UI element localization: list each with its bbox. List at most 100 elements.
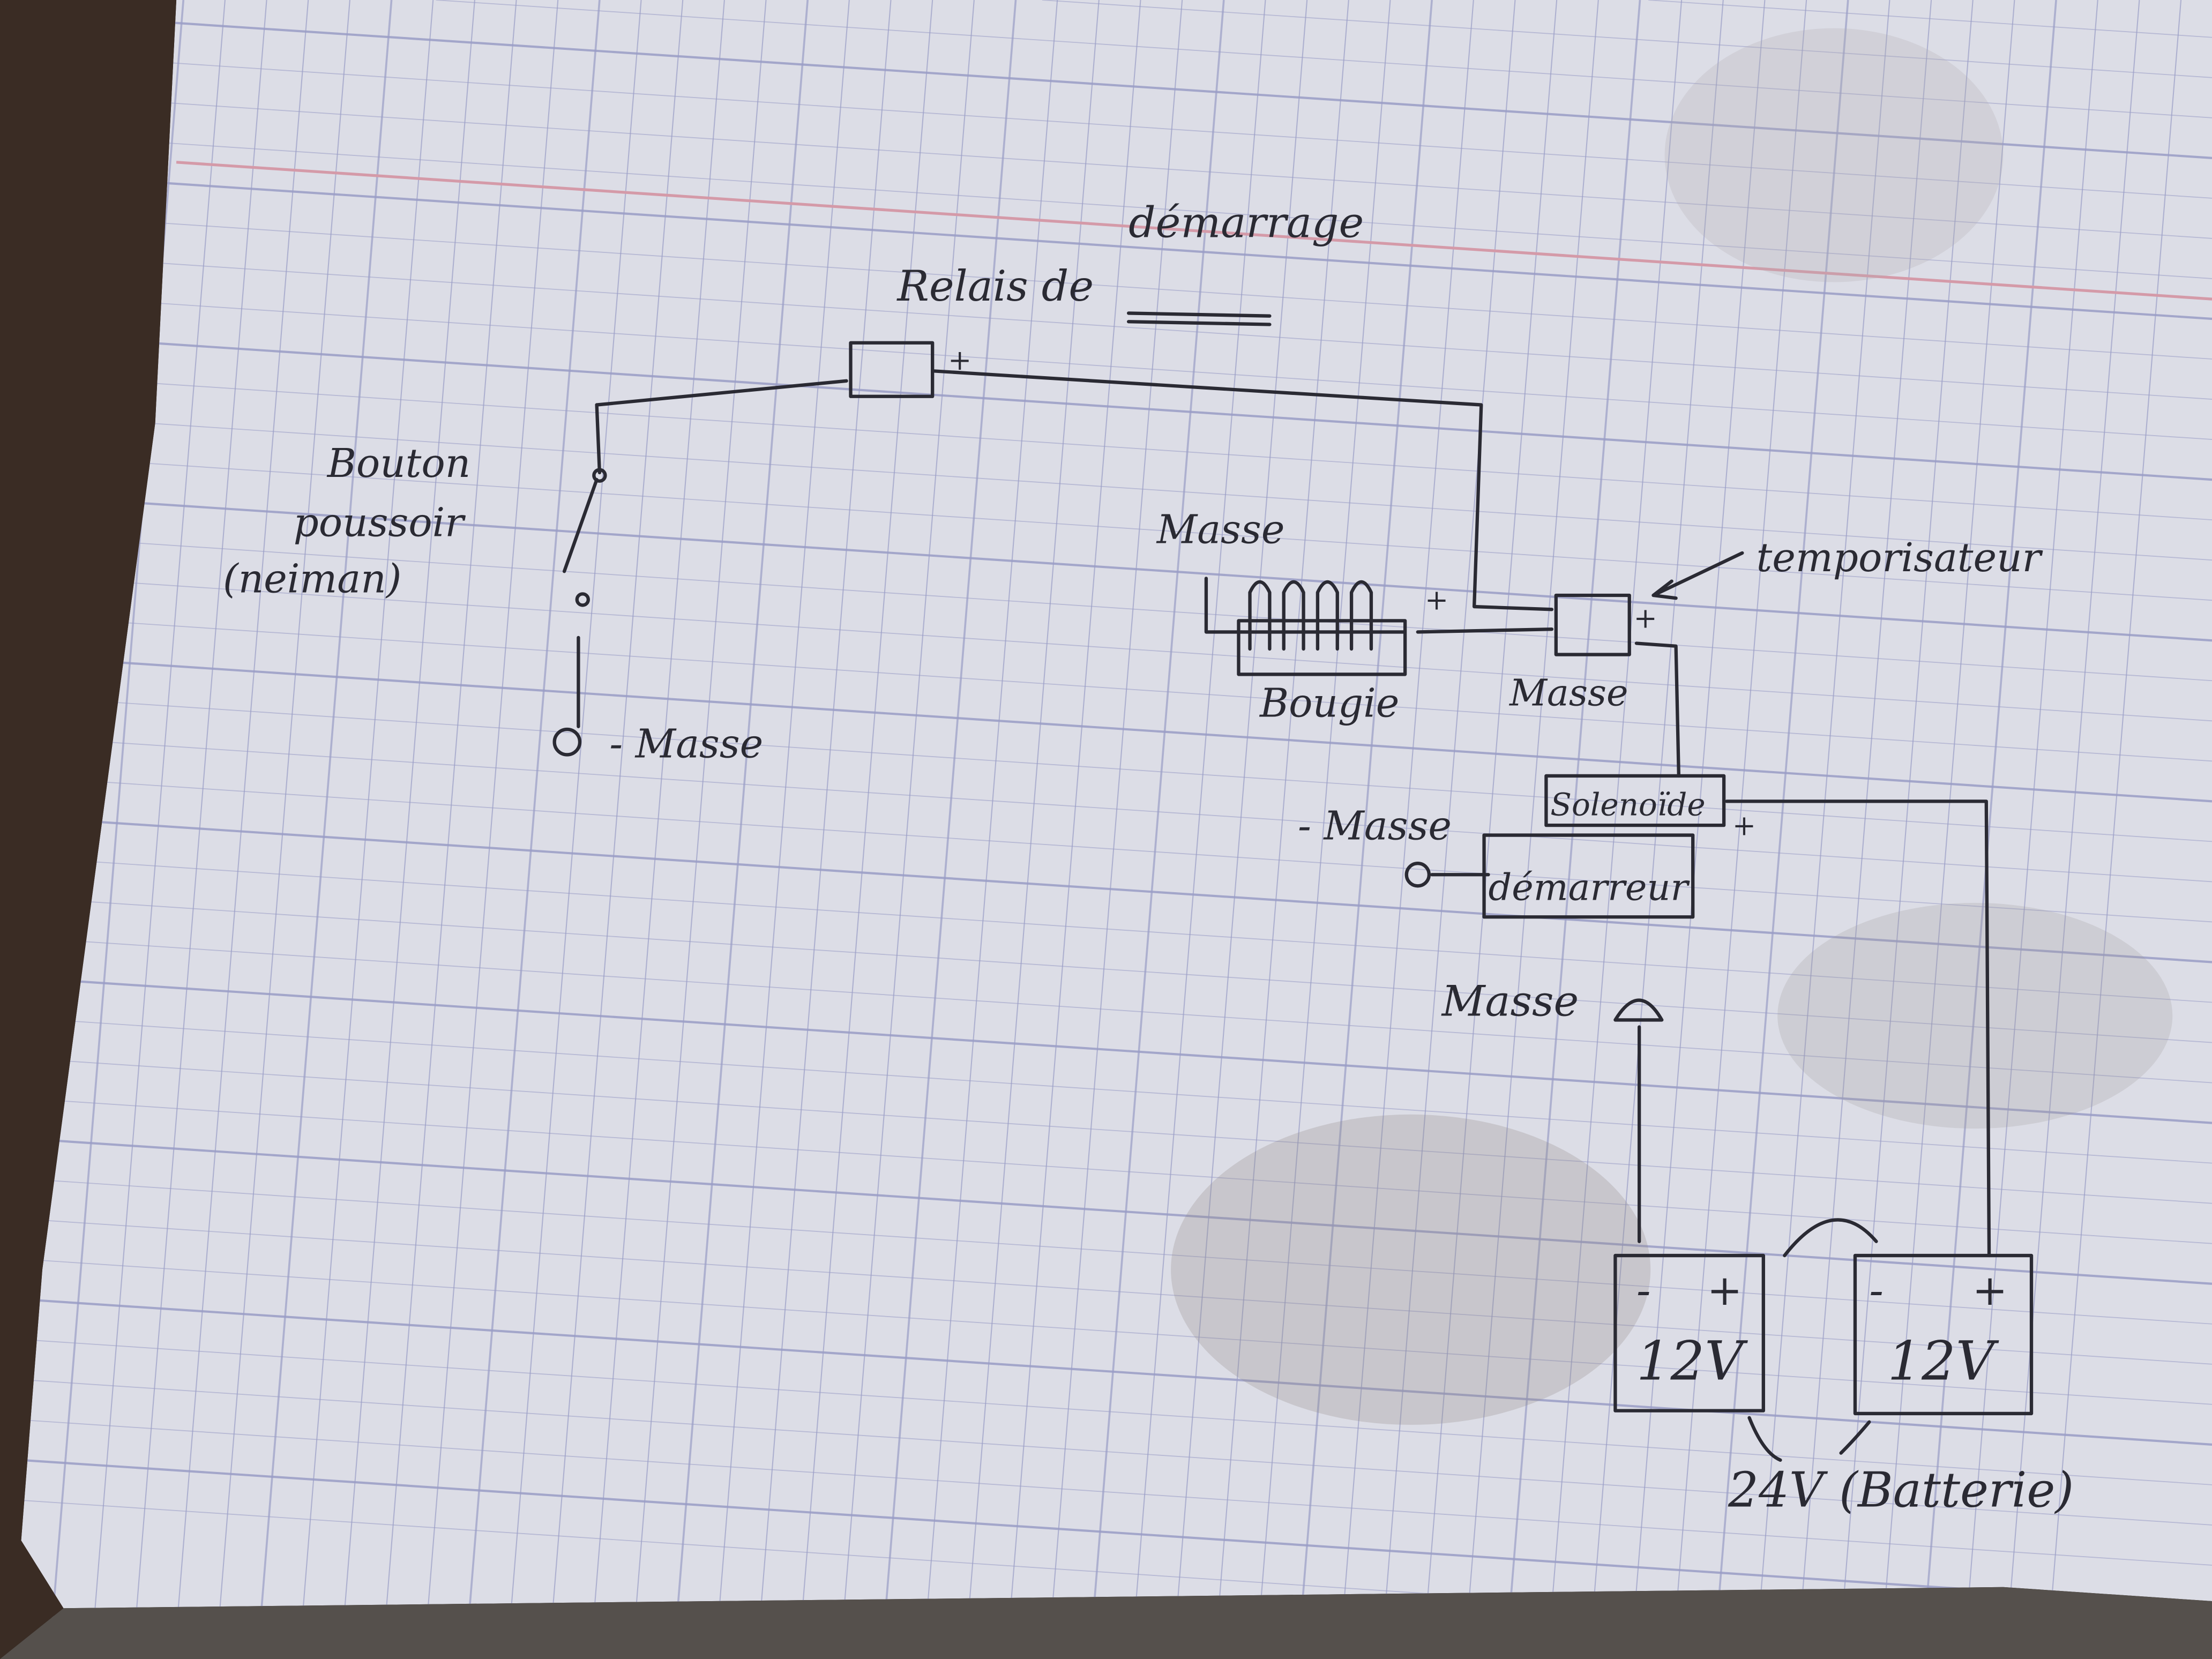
grid-line-vertical: [1214, 0, 1349, 1659]
grid-line-vertical: [506, 0, 642, 1659]
grid-line-vertical: [1006, 0, 1141, 1659]
grid-line-vertical: [464, 0, 601, 1659]
grid-line-vertical: [90, 0, 226, 1659]
grid-line-horizontal: [0, 492, 2212, 642]
grid-line-horizontal: [0, 212, 2212, 360]
battery-2-minus: -: [1869, 1266, 1884, 1315]
solenoid-plus: +: [1732, 810, 1756, 842]
battery-1-plus: +: [1707, 1266, 1743, 1315]
grid-line-horizontal: [436, 0, 2212, 118]
solenoid-label: Solenoïde: [1550, 787, 1705, 823]
grid-line-vertical: [215, 0, 350, 1659]
grid-line-horizontal: [0, 91, 2212, 239]
grid-line-horizontal: [0, 171, 2212, 320]
grid-line-vertical: [798, 0, 933, 1659]
grid-line-vertical: [880, 0, 1017, 1659]
background-left: [0, 0, 177, 1659]
grid-line-vertical: [1588, 0, 1724, 1659]
margin-line: [176, 161, 2212, 301]
grid-line-horizontal: [0, 533, 2212, 682]
grid-line-horizontal: [0, 774, 2212, 923]
timer-label: temporisateur: [1757, 535, 2043, 581]
grid-line-vertical: [1880, 0, 2015, 1659]
grid-line-vertical: [714, 0, 850, 1659]
ground-glowplugs-label: Masse: [1156, 507, 1285, 553]
grid-line-vertical: [2046, 0, 2182, 1659]
ground-starter-label: - Masse: [1298, 803, 1452, 849]
battery-ground-symbol: [1613, 998, 1664, 1022]
grid-line-vertical: [340, 0, 475, 1659]
grid-line-horizontal: [0, 1458, 2212, 1607]
grid-line-horizontal: [0, 51, 2212, 199]
grid-line-horizontal: [0, 332, 2212, 481]
grid-line-vertical: [1297, 0, 1433, 1659]
grid-line-vertical: [1172, 0, 1308, 1659]
grid-line-vertical: [1796, 0, 1932, 1659]
glowplugs-block: [1237, 619, 1407, 676]
grid-line-horizontal: [0, 1337, 2212, 1485]
grid-line-vertical: [1339, 0, 1474, 1659]
grid-line-horizontal: [0, 1378, 2212, 1526]
starter-ground-terminal: [1404, 862, 1431, 888]
circuit-wires: [562, 369, 1991, 1258]
glowplug-ground-wire: [1204, 577, 1243, 634]
starter-box: [1482, 833, 1695, 919]
grid-line-horizontal: [0, 614, 2212, 762]
grid-line-vertical: [174, 0, 309, 1659]
grid-line-horizontal: [0, 1257, 2212, 1405]
battery-brace: [1747, 1416, 1871, 1462]
grid-line-horizontal: [0, 252, 2212, 400]
battery-total-label: 24V (Batterie): [1728, 1463, 2074, 1519]
grid-line-horizontal: [0, 694, 2212, 842]
glowplug-icons: [1239, 580, 1406, 651]
grid-line-horizontal: [0, 975, 2212, 1124]
grid-line-horizontal: [0, 1296, 2212, 1446]
smudge: [1171, 1114, 1651, 1425]
ground-switch-label: - Masse: [609, 722, 763, 767]
grid-line-horizontal: [0, 1135, 2212, 1285]
grid-line-horizontal: [0, 372, 2212, 521]
switch-contact: [592, 468, 607, 483]
battery-2: - + 12V: [1853, 1253, 2034, 1416]
grid-line-horizontal: [0, 1418, 2212, 1566]
grid-line-vertical: [548, 0, 684, 1659]
grid-line-horizontal: [0, 1056, 2212, 1204]
grid-line-horizontal: [0, 10, 2212, 159]
grid-line-horizontal: [0, 1217, 2212, 1365]
battery-1-minus: -: [1636, 1266, 1651, 1315]
ground-battery-label: Masse: [1441, 977, 1579, 1026]
relay-plus: +: [948, 344, 972, 377]
battery-2-voltage: 12V: [1887, 1330, 1999, 1393]
grid-line-vertical: [964, 0, 1100, 1659]
grid-line-vertical: [1048, 0, 1183, 1659]
grid-line-horizontal: [0, 734, 2212, 883]
button-label-line2: poussoir: [294, 500, 466, 545]
grid-line-horizontal: [0, 814, 2212, 963]
grid-line-vertical: [1546, 0, 1683, 1659]
battery-2-plus: +: [1972, 1266, 2007, 1315]
grid-line-horizontal: [1042, 0, 2212, 78]
timer-box: [1554, 593, 1631, 656]
grid-line-horizontal: [0, 935, 2212, 1083]
grid-line-vertical: [1838, 0, 1974, 1659]
grid-line-vertical: [1131, 0, 1266, 1659]
timer-plus: +: [1634, 602, 1657, 635]
grid-line-vertical: [1921, 0, 2057, 1659]
grid-line-vertical: [1713, 0, 1849, 1659]
grid-line-vertical: [1088, 0, 1225, 1659]
grid-line-vertical: [631, 0, 767, 1659]
switch-contact: [575, 592, 590, 607]
grid-line-vertical: [589, 0, 725, 1659]
background-bottom: [0, 1587, 2212, 1659]
grid-line-vertical: [298, 0, 434, 1659]
grid-line-horizontal: [0, 413, 2212, 561]
solenoid-box: [1544, 774, 1726, 827]
battery-1: - + 12V: [1613, 1253, 1765, 1413]
button-label-line3: (neiman): [223, 557, 401, 602]
grid-line-vertical: [382, 0, 517, 1659]
grid-line-vertical: [1380, 0, 1516, 1659]
grid-line-horizontal: [0, 453, 2212, 601]
relay-box: [849, 341, 935, 398]
grid-line-vertical: [1630, 0, 1766, 1659]
